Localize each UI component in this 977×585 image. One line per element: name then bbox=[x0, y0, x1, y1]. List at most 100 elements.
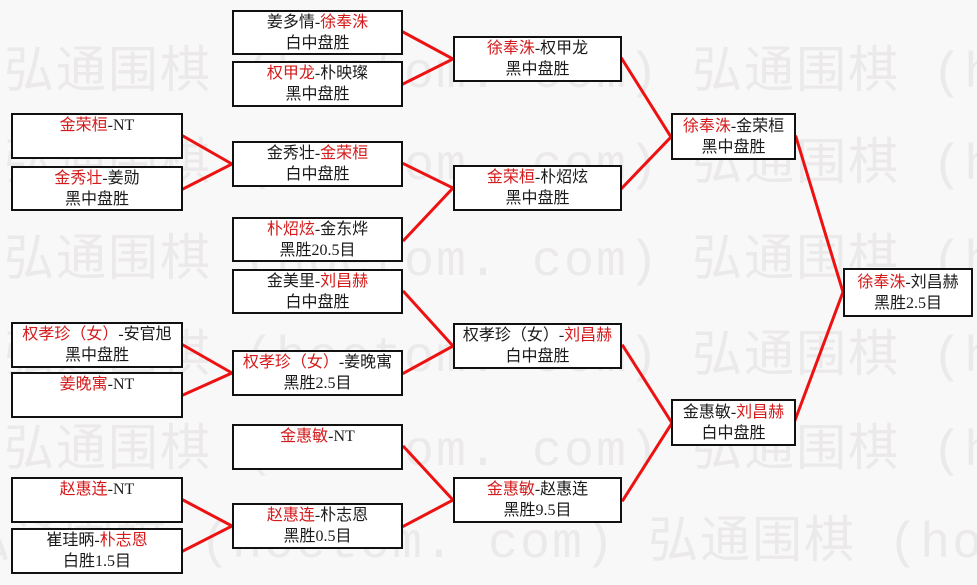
result-line: 黑胜2.5目 bbox=[283, 375, 352, 392]
matchup-post: -姜勋 bbox=[102, 169, 140, 187]
winner-name: 赵惠连 bbox=[59, 481, 108, 498]
result-line: 黑胜9.5目 bbox=[503, 502, 572, 519]
result-line: 白胜1.5目 bbox=[62, 553, 131, 570]
match-box-r3-1: 徐奉洙-权甲龙 黑中盘胜 bbox=[453, 36, 622, 82]
match-box-r2-3: 金秀壮-金荣桓 白中盘胜 bbox=[232, 141, 403, 187]
matchup-pre: 崔珪昞- bbox=[46, 532, 100, 549]
result-line: 白中盘胜 bbox=[285, 166, 350, 183]
match-box-r1-6: 崔珪昞-朴志恩 白胜1.5目 bbox=[11, 528, 183, 574]
matchup-line: 姜多情-徐奉洙 bbox=[267, 12, 368, 33]
winner-name: 徐奉洙 bbox=[320, 13, 369, 31]
match-box-r1-3: 权孝珍（女）-安官旭 黑中盘胜 bbox=[11, 322, 183, 368]
result-line: 黑胜0.5目 bbox=[283, 528, 352, 545]
winner-name: 金荣桓 bbox=[320, 145, 369, 162]
matchup-line: 权孝珍（女）-姜晚寓 bbox=[243, 352, 392, 373]
match-box-final: 徐奉洙-刘昌赫 黑胜2.5目 bbox=[843, 268, 973, 317]
winner-name: 权孝珍（女） bbox=[242, 354, 339, 371]
winner-name: 徐奉洙 bbox=[486, 40, 535, 57]
winner-name: 徐奉洙 bbox=[857, 273, 906, 291]
match-box-r1-5: 赵惠连-NT bbox=[11, 477, 183, 523]
matchup-pre: 权孝珍（女）- bbox=[462, 327, 565, 344]
winner-name: 金荣桓 bbox=[59, 117, 108, 134]
matchup-post: -朴志恩 bbox=[314, 507, 369, 524]
winner-name: 金秀壮 bbox=[54, 169, 103, 187]
matchup-line: 朴炤炫-金东烨 bbox=[267, 219, 368, 240]
matchup-post: -NT bbox=[107, 481, 135, 498]
matchup-line: 权甲龙-朴映璨 bbox=[267, 63, 368, 84]
matchup-line: 金惠敏-赵惠连 bbox=[487, 479, 588, 500]
matchup-line: 金惠敏-刘昌赫 bbox=[683, 402, 784, 423]
result-line: 黑中盘胜 bbox=[285, 86, 350, 103]
watermark-row: 弘通围棋 (hoetom. com) 弘通围棋 (hoetom. com) bbox=[4, 234, 977, 291]
matchup-post: -刘昌赫 bbox=[905, 273, 959, 291]
match-box-r3-4: 金惠敏-赵惠连 黑胜9.5目 bbox=[453, 477, 622, 523]
match-box-r2-1: 姜多情-徐奉洙 白中盘胜 bbox=[232, 10, 403, 55]
matchup-line: 金荣桓-朴炤炫 bbox=[487, 167, 588, 188]
matchup-line: 权孝珍（女）-刘昌赫 bbox=[463, 325, 612, 346]
matchup-line: 赵惠连-NT bbox=[60, 479, 135, 500]
watermark-row: 弘通围棋 (hoetom. com) 弘通围棋 (hoetom. com) bbox=[170, 574, 977, 585]
winner-name: 权甲龙 bbox=[266, 65, 315, 82]
match-box-r2-6: 权孝珍（女）-姜晚寓 黑胜2.5目 bbox=[232, 350, 403, 396]
matchup-line: 姜晚寓-NT bbox=[60, 374, 135, 395]
matchup-pre: 金惠敏- bbox=[682, 403, 737, 421]
match-box-r3-2: 金荣桓-朴炤炫 黑中盘胜 bbox=[453, 165, 622, 211]
result-line: 白中盘胜 bbox=[505, 348, 570, 365]
matchup-line: 崔珪昞-朴志恩 bbox=[46, 530, 147, 551]
matchup-post: -朴炤炫 bbox=[534, 169, 589, 186]
matchup-line: 徐奉洙-刘昌赫 bbox=[857, 272, 958, 293]
winner-name: 朴炤炫 bbox=[266, 220, 315, 238]
matchup-pre: 姜多情- bbox=[266, 13, 321, 31]
winner-name: 金荣桓 bbox=[486, 169, 535, 186]
match-box-r2-4: 朴炤炫-金东烨 黑胜20.5目 bbox=[232, 217, 403, 262]
winner-name: 刘昌赫 bbox=[320, 272, 369, 290]
matchup-line: 金秀壮-金荣桓 bbox=[267, 143, 368, 164]
matchup-line: 金荣桓-NT bbox=[60, 115, 135, 136]
result-line: 黑中盘胜 bbox=[505, 190, 570, 207]
matchup-line: 徐奉洙-权甲龙 bbox=[487, 38, 588, 59]
matchup-line: 金秀壮-姜勋 bbox=[54, 168, 139, 189]
matchup-post: -赵惠连 bbox=[534, 481, 589, 498]
winner-name: 刘昌赫 bbox=[736, 403, 785, 421]
result-line: 黑中盘胜 bbox=[64, 190, 129, 208]
match-box-r1-2: 金秀壮-姜勋 黑中盘胜 bbox=[11, 166, 183, 211]
match-box-r2-2: 权甲龙-朴映璨 黑中盘胜 bbox=[232, 61, 403, 107]
matchup-pre: 金秀壮- bbox=[266, 145, 321, 162]
result-line: 白中盘胜 bbox=[701, 424, 766, 442]
match-box-r2-7: 金惠敏-NT bbox=[232, 424, 403, 470]
winner-name: 姜晚寓 bbox=[59, 376, 108, 393]
winner-name: 金惠敏 bbox=[486, 481, 535, 498]
result-line: 黑中盘胜 bbox=[505, 61, 570, 78]
matchup-post: -NT bbox=[107, 117, 135, 134]
matchup-post: -安官旭 bbox=[118, 326, 172, 343]
result-line: 黑胜20.5目 bbox=[279, 241, 356, 259]
result-line: 黑胜2.5目 bbox=[873, 294, 942, 312]
result-line: 白中盘胜 bbox=[285, 34, 350, 52]
winner-name: 刘昌赫 bbox=[564, 327, 613, 344]
result-line: 黑中盘胜 bbox=[701, 138, 766, 156]
matchup-line: 赵惠连-朴志恩 bbox=[267, 505, 368, 526]
matchup-post: -金东烨 bbox=[314, 220, 369, 238]
match-box-r2-5: 金美里-刘昌赫 白中盘胜 bbox=[232, 269, 403, 314]
winner-name: 金惠敏 bbox=[280, 428, 329, 445]
match-box-r3-3: 权孝珍（女）-刘昌赫 白中盘胜 bbox=[453, 323, 622, 369]
match-box-r1-4: 姜晚寓-NT bbox=[11, 372, 183, 418]
watermark-row: 弘通围棋 (hoetom. com) 弘通围棋 (hoetom. com) bbox=[4, 424, 977, 481]
matchup-post: -金荣桓 bbox=[730, 117, 785, 135]
winner-name: 赵惠连 bbox=[266, 507, 315, 524]
match-box-r4-1: 徐奉洙-金荣桓 黑中盘胜 bbox=[671, 113, 796, 160]
matchup-line: 金惠敏-NT bbox=[280, 426, 355, 447]
matchup-line: 金美里-刘昌赫 bbox=[267, 271, 368, 292]
match-box-r4-2: 金惠敏-刘昌赫 白中盘胜 bbox=[671, 399, 796, 446]
matchup-post: -NT bbox=[328, 428, 355, 445]
matchup-post: -朴映璨 bbox=[314, 65, 369, 82]
result-line: 黑中盘胜 bbox=[64, 347, 129, 364]
match-box-r2-8: 赵惠连-朴志恩 黑胜0.5目 bbox=[232, 503, 403, 549]
matchup-line: 权孝珍（女）-安官旭 bbox=[22, 324, 171, 345]
matchup-post: -NT bbox=[107, 376, 135, 393]
matchup-line: 徐奉洙-金荣桓 bbox=[683, 116, 784, 137]
match-box-r1-1: 金荣桓-NT bbox=[11, 113, 183, 159]
matchup-post: -权甲龙 bbox=[534, 40, 589, 57]
result-line: 白中盘胜 bbox=[285, 293, 350, 311]
